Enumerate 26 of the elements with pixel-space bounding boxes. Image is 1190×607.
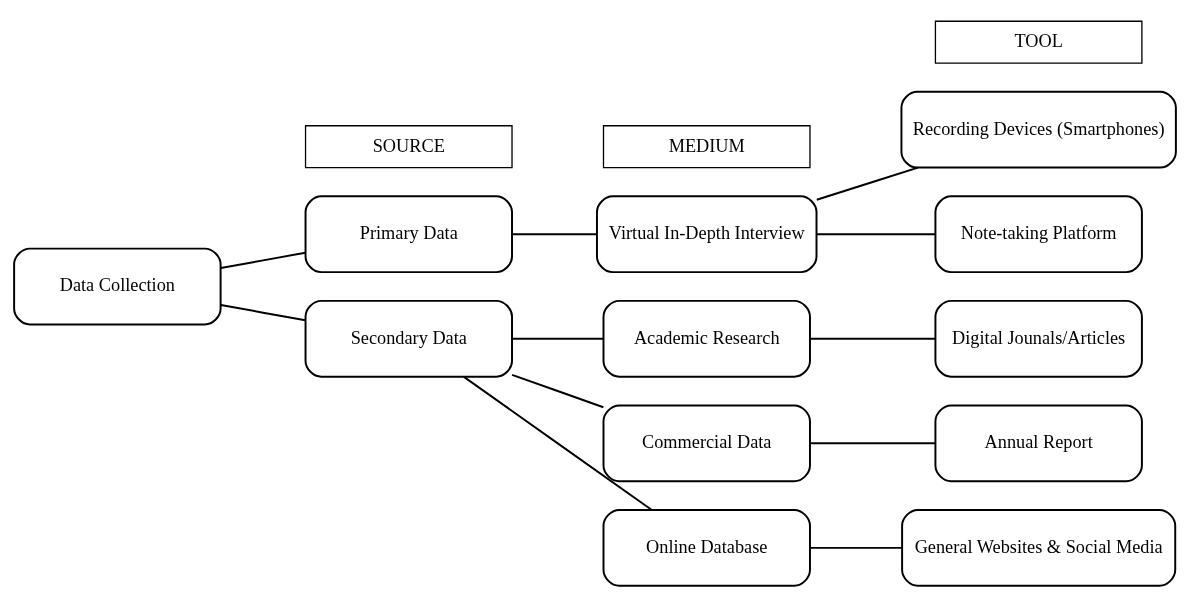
node-box: Data Collection [13,247,222,326]
node-box: Secondary Data [304,299,513,378]
connector [809,337,937,340]
node-box: Commercial Data [602,404,811,483]
node-box: MEDIUM [602,125,811,169]
node-box: General Websites & Social Media [901,509,1177,587]
node-box: Online Database [602,509,811,587]
node-box: Annual Report [934,404,1143,483]
connector [809,546,903,549]
node-box: SOURCE [304,125,513,169]
connector [462,375,653,511]
connector [219,251,307,269]
node-box: Academic Research [602,299,811,378]
node-box: Note-taking Platform [934,195,1143,274]
connector [815,166,919,201]
connector [511,233,598,236]
node-box: TOOL [934,20,1143,64]
node-box: Digital Jounals/Articles [934,299,1143,378]
node-box: Recording Devices (Smartphones) [900,90,1177,169]
connector [809,442,937,445]
connector [511,373,605,409]
node-box: Virtual In-Depth Interview [596,195,818,274]
connector [511,337,605,340]
node-box: Primary Data [304,195,513,274]
connector [815,233,937,236]
connector [219,304,307,322]
